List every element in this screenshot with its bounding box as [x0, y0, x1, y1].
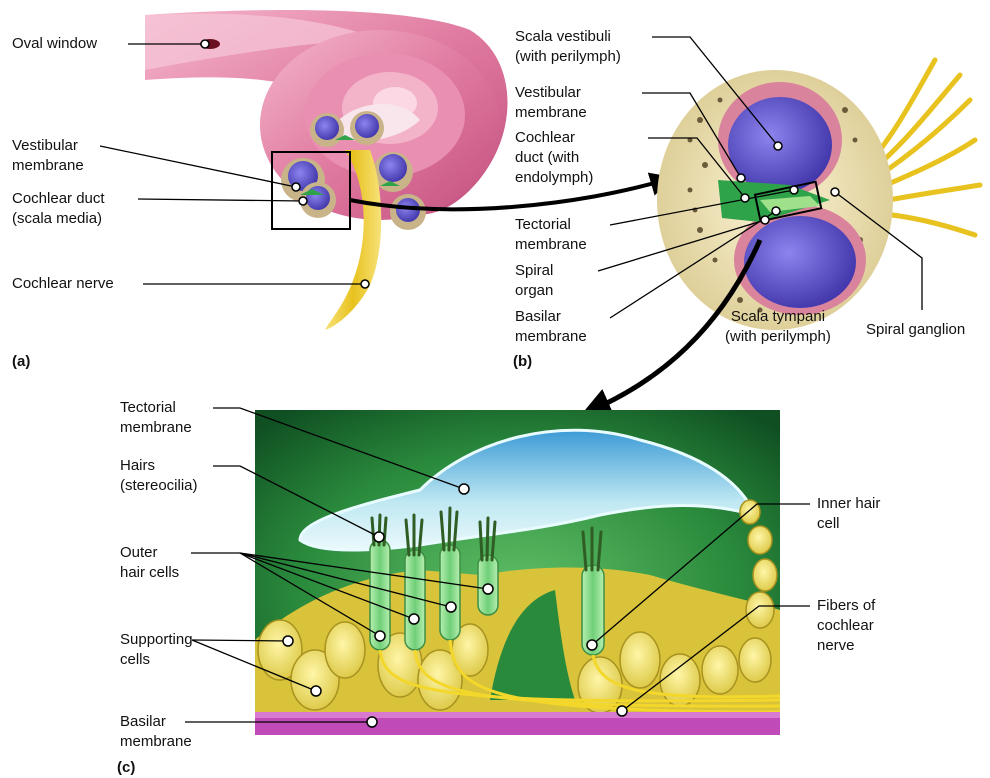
- label-hairs-stereocilia: Hairs (stereocilia): [120, 456, 198, 496]
- label-scala-vestibuli: Scala vestibuli (with perilymph): [515, 27, 621, 67]
- label-spiral-ganglion: Spiral ganglion: [866, 320, 965, 340]
- panel-label-b: (b): [513, 353, 532, 370]
- cochlea-illustration: [145, 10, 508, 330]
- label-tectorial-membrane-b: Tectorial membrane: [515, 215, 587, 255]
- label-vestibular-membrane-a: Vestibular membrane: [12, 136, 84, 176]
- label-cochlear-duct-a: Cochlear duct (scala media): [12, 189, 105, 229]
- label-fibers-cochlear-nerve: Fibers of cochlear nerve: [817, 596, 875, 656]
- label-basilar-membrane-c: Basilar membrane: [120, 712, 192, 752]
- panel-label-c: (c): [117, 759, 135, 776]
- label-scala-tympani: Scala tympani (with perilymph): [725, 307, 831, 347]
- label-outer-hair-cells: Outer hair cells: [120, 543, 179, 583]
- spiral-organ-illustration: [255, 410, 780, 735]
- label-supporting-cells: Supporting cells: [120, 630, 193, 670]
- label-cochlear-nerve-a: Cochlear nerve: [12, 274, 114, 294]
- label-oval-window: Oval window: [12, 34, 97, 54]
- label-cochlear-duct-b: Cochlear duct (with endolymph): [515, 128, 593, 188]
- label-spiral-organ: Spiral organ: [515, 261, 553, 301]
- label-vestibular-membrane-b: Vestibular membrane: [515, 83, 587, 123]
- cross-section-illustration: [657, 60, 980, 330]
- label-basilar-membrane-b: Basilar membrane: [515, 307, 587, 347]
- label-tectorial-membrane-c: Tectorial membrane: [120, 398, 192, 438]
- panel-label-a: (a): [12, 353, 30, 370]
- label-inner-hair-cell: Inner hair cell: [817, 494, 880, 534]
